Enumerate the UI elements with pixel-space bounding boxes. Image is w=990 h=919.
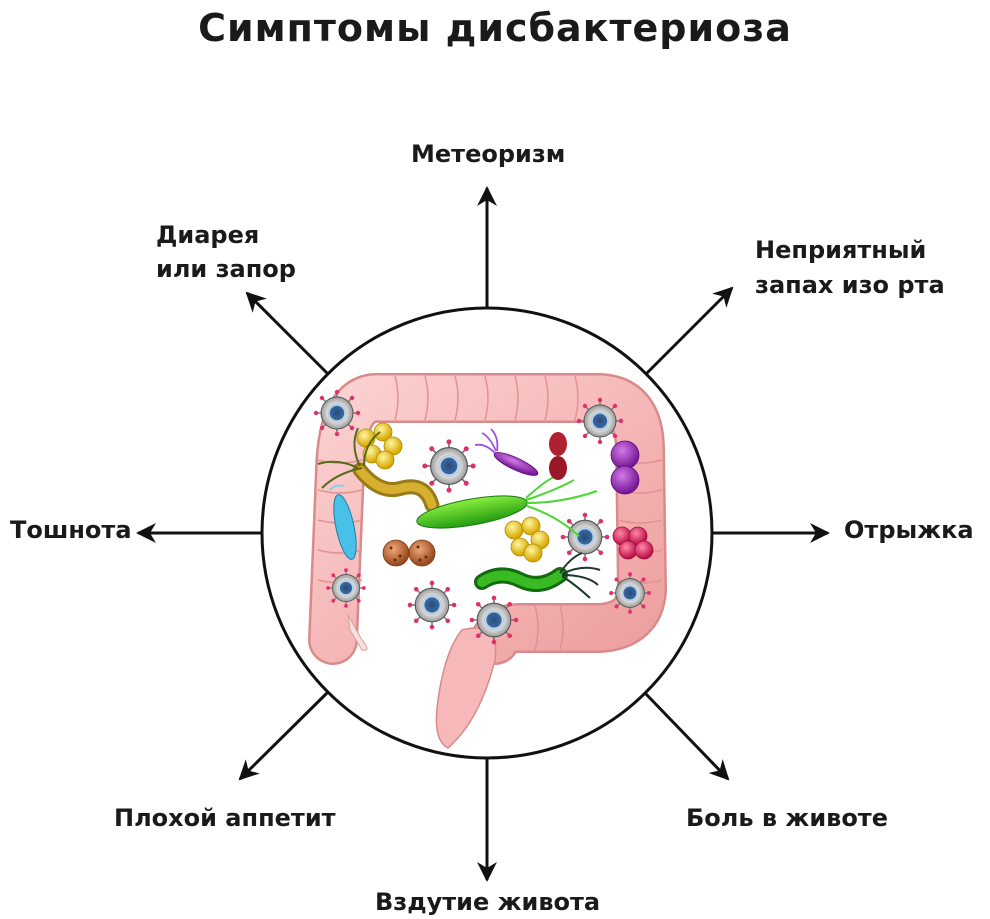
intestine-icon	[308, 372, 667, 749]
symptom-bottom: Вздутие живота	[375, 888, 601, 916]
symptom-bottom-left: Плохой аппетит	[114, 804, 336, 832]
symptom-top: Метеоризм	[411, 140, 566, 168]
symptom-top-right-line1: Неприятный	[755, 236, 927, 264]
arrow-top-right	[643, 286, 734, 377]
symptom-arrows	[136, 186, 830, 882]
symptom-right: Отрыжка	[844, 516, 974, 544]
bacteria-icon	[313, 389, 654, 646]
arrow-top-left	[245, 291, 329, 375]
symptom-top-left-line1: Диарея	[156, 221, 260, 249]
diagram-title: Симптомы дисбактериоза	[198, 6, 792, 50]
symptom-top-left-line2: или запор	[156, 255, 296, 283]
arrow-bottom-left	[238, 691, 329, 781]
symptom-top-right-line2: запах изо рта	[755, 271, 945, 299]
symptom-bottom-right: Боль в животе	[686, 804, 888, 832]
arrow-bottom-right	[643, 691, 730, 781]
symptom-left: Тошнота	[10, 516, 132, 544]
